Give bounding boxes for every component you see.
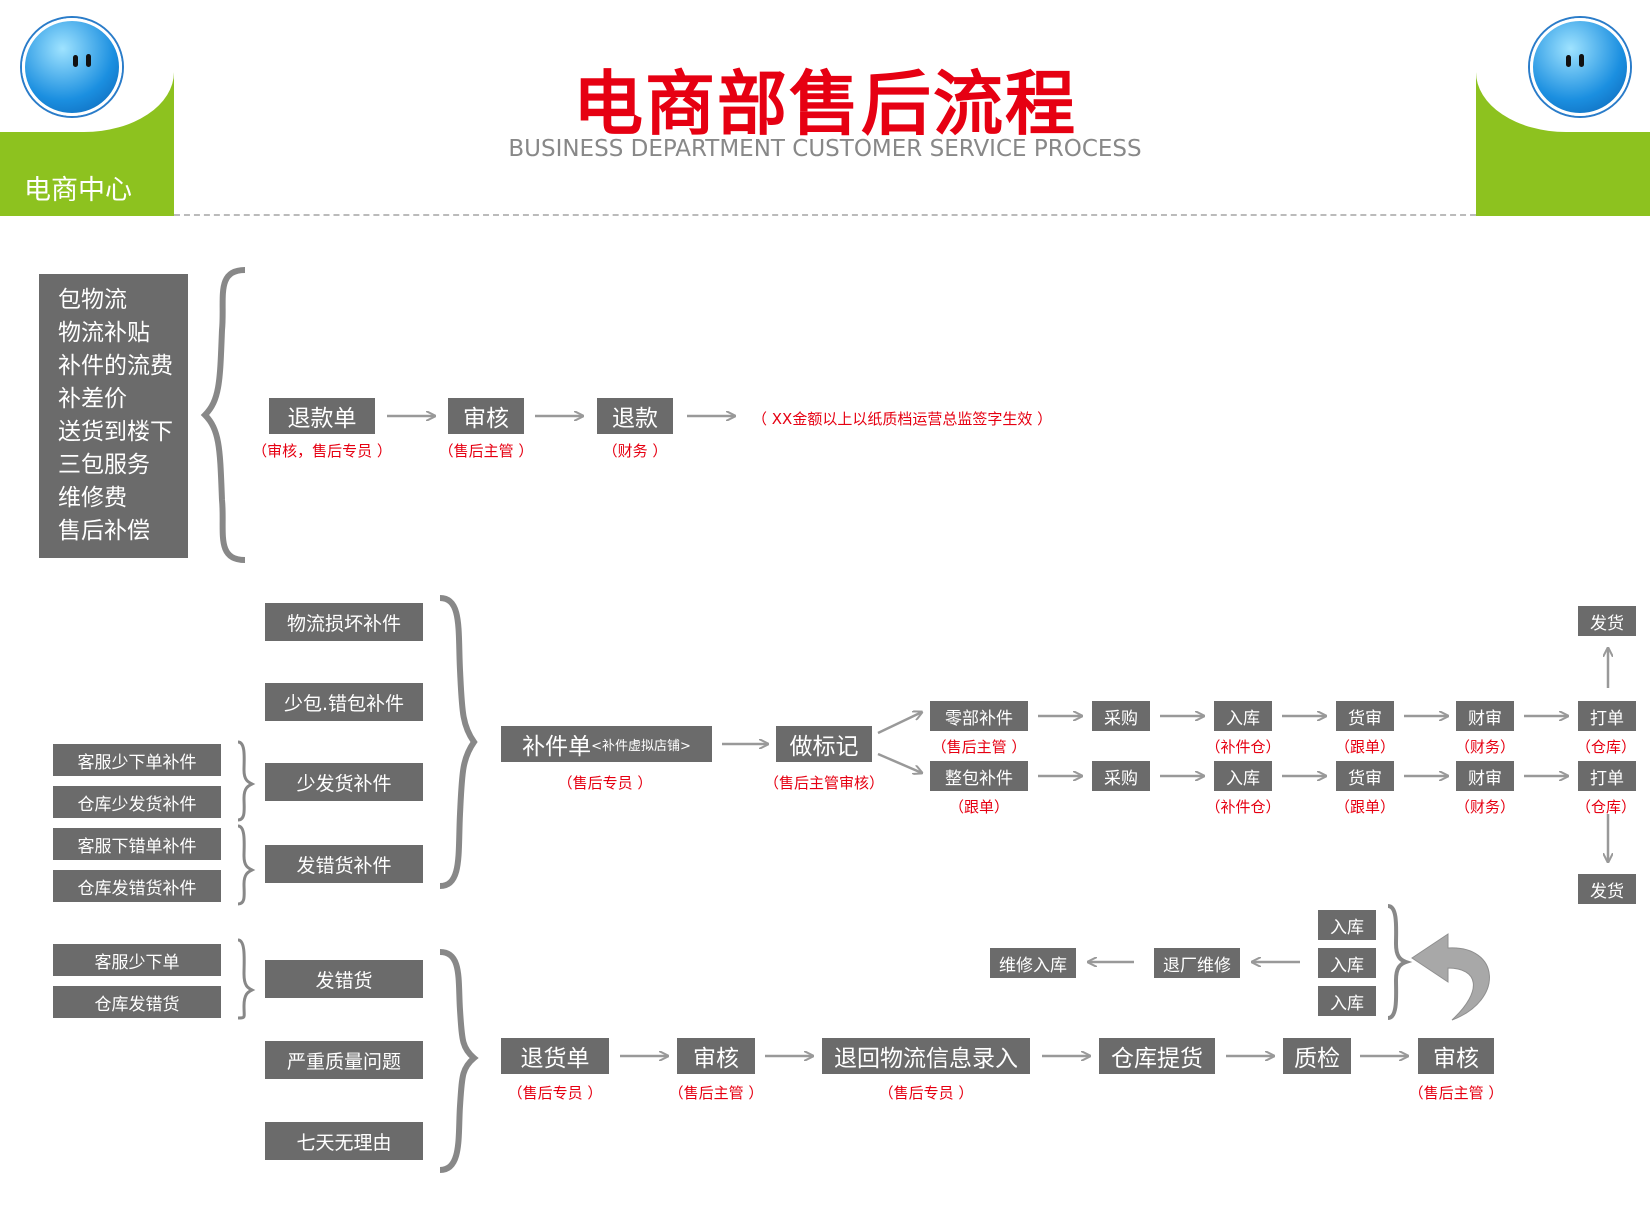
quality-check-box: 质检 [1283,1038,1351,1074]
row1-step: 零部补件 [930,701,1028,731]
mascot-eye-right [86,54,91,67]
right-corner-banner [1476,0,1650,216]
row2-role: （跟单） [1334,798,1395,816]
row2-role: （跟单） [948,798,1009,816]
row1-step: 货审 [1336,701,1394,731]
corner-label: 电商中心 [24,175,132,206]
row2-role: （补件仓） [1205,798,1281,816]
type-box: 严重质量问题 [265,1041,423,1079]
row2-step: 财审 [1456,761,1514,791]
repair-stock-box: 维修入库 [990,948,1076,978]
review-role: （售后主管 ） [438,442,534,460]
logistics-entry-role: （售后专员 ） [878,1084,974,1102]
row2-role: （财务） [1454,798,1515,816]
return-order-role: （售后专员 ） [507,1084,603,1102]
refund-box: 退款 [597,398,673,434]
brace-section2 [439,595,478,889]
type-box: 七天无理由 [265,1122,423,1160]
small-item: 仓库少发货补件 [53,786,221,818]
parts-order-box: 补件单 <补件虚拟店铺> [501,726,712,762]
return-order-box: 退货单 [501,1038,609,1074]
mark-role: （售后主管审核） [764,774,885,792]
page-title: 电商部售后流程 [573,63,1077,145]
header-divider [174,214,1476,216]
factory-repair-box: 退厂维修 [1154,948,1240,978]
stock-box: 入库 [1318,948,1376,978]
mascot-icon [1530,18,1630,116]
type-box: 少发货补件 [265,763,423,801]
mascot-eye-left [1566,55,1571,67]
brace-section3 [439,949,479,1173]
row1-role: （财务） [1454,738,1515,756]
type-box: 发错货 [265,960,423,998]
type-box: 发错货补件 [265,845,423,883]
small-item: 仓库发错货 [53,986,221,1018]
brace-small [237,824,256,906]
arrow [877,712,922,735]
list-item: 包物流 [58,287,127,313]
return-curve-arrow [1411,933,1490,1021]
stock-box: 入库 [1318,910,1376,940]
small-item: 客服少下单 [53,944,221,976]
review-box: 审核 [448,398,524,434]
ship-box-top: 发货 [1578,606,1636,636]
small-item: 客服下错单补件 [53,828,221,860]
row2-step: 货审 [1336,761,1394,791]
row2-role: （仓库） [1575,798,1636,816]
row1-role: （补件仓） [1205,738,1281,756]
mascot-eye-left [73,55,78,67]
row2-step: 采购 [1092,761,1150,791]
refund-order-box: 退款单 [269,398,375,434]
page-subtitle: BUSINESS DEPARTMENT CUSTOMER SERVICE PRO… [508,136,1142,162]
review-role: （售后主管 ） [668,1084,764,1102]
left-corner-banner: 电商中心 [0,0,174,216]
row1-step: 采购 [1092,701,1150,731]
row1-step: 打单 [1578,701,1636,731]
list-item: 维修费 [58,485,127,511]
brace-small [237,938,256,1020]
parts-order-role: （售后专员 ） [557,774,653,792]
mark-box: 做标记 [776,726,872,762]
row2-step: 整包补件 [930,761,1028,791]
list-item: 送货到楼下 [58,419,173,445]
fee-type-list: 包物流 物流补贴 补件的流费 补差价 送货到楼下 三包服务 维修费 售后补偿 [39,274,188,558]
list-item: 物流补贴 [58,320,150,346]
parts-order-sub: <补件虚拟店铺> [591,738,691,754]
row1-role: （跟单） [1334,738,1395,756]
warehouse-pickup-box: 仓库提货 [1099,1038,1215,1074]
mascot-eye-right [1579,54,1584,67]
row1-role: （售后主管 ） [931,738,1027,756]
type-box: 物流损坏补件 [265,603,423,641]
row1-role: （仓库） [1575,738,1636,756]
row1-step: 入库 [1214,701,1272,731]
brace-small [237,740,256,822]
small-item: 仓库发错货补件 [53,870,221,902]
final-review-role: （售后主管 ） [1408,1084,1504,1102]
refund-role: （财务 ） [602,442,668,460]
refund-note: （ XX金额以上以纸质档运营总监签字生效 ） [752,410,1053,428]
brace-stock [1387,904,1413,1020]
refund-order-role: （审核，售后专员 ） [252,442,392,460]
row2-step: 入库 [1214,761,1272,791]
ship-box-bottom: 发货 [1578,874,1636,904]
arrow [877,752,922,773]
list-item: 补差价 [58,386,127,412]
list-item: 售后补偿 [58,518,150,544]
final-review-box: 审核 [1418,1038,1494,1074]
mascot-icon [22,18,122,116]
row2-step: 打单 [1578,761,1636,791]
brace-section1 [200,267,246,563]
small-item: 客服少下单补件 [53,744,221,776]
list-item: 三包服务 [58,452,150,478]
row1-step: 财审 [1456,701,1514,731]
stock-box: 入库 [1318,986,1376,1016]
type-box: 少包.错包补件 [265,683,423,721]
review-box: 审核 [677,1038,755,1074]
parts-order-label: 补件单 [522,734,592,760]
list-item: 补件的流费 [58,353,173,379]
logistics-entry-box: 退回物流信息录入 [822,1038,1030,1074]
